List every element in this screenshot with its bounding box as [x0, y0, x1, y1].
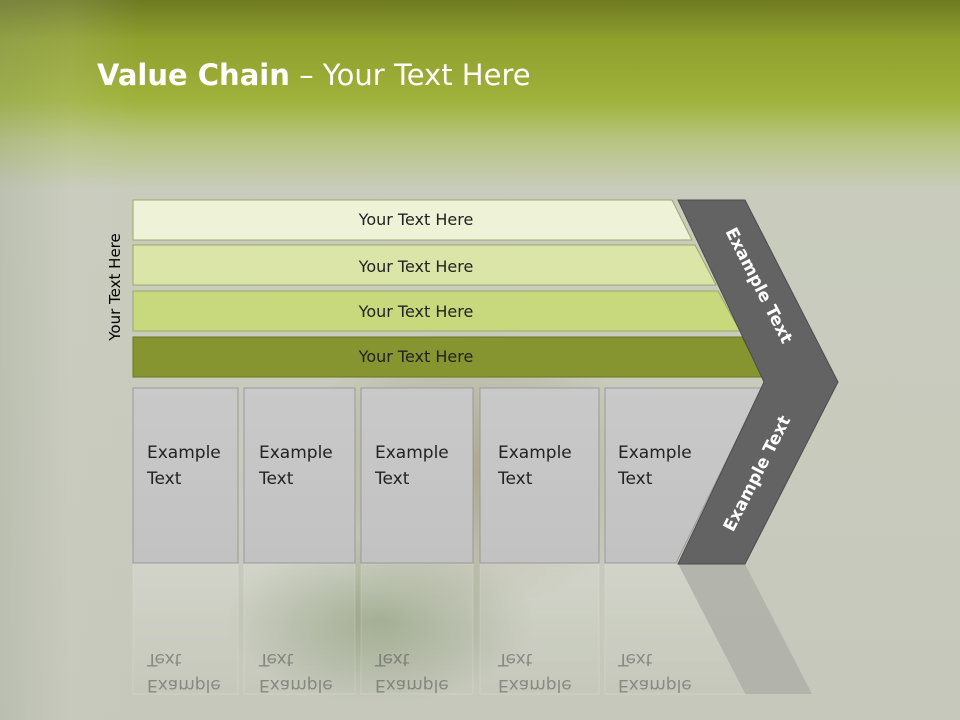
- activity-box-5[interactable]: [604, 387, 763, 564]
- activity-box-1-line2: Text: [146, 469, 182, 489]
- reflection-text-8: Text: [497, 649, 533, 669]
- activity-box-1[interactable]: [132, 387, 239, 564]
- bar-2[interactable]: [132, 244, 717, 286]
- reflection-text-6: Text: [374, 649, 410, 669]
- reflection-chevron: [678, 564, 812, 694]
- activity-box-4[interactable]: [479, 387, 600, 564]
- bar-3-label: Your Text Here: [358, 302, 474, 321]
- activity-box-4-line1: Example: [498, 443, 572, 463]
- activity-box-5-line1: Example: [618, 443, 692, 463]
- activity-box-3-line1: Example: [375, 443, 449, 463]
- reflection-text-7: Example: [498, 675, 572, 695]
- reflection-box-2: [243, 563, 356, 695]
- reflection: Example Text Example Text Example Text E…: [132, 563, 812, 695]
- activity-box-5-line2: Text: [617, 469, 653, 489]
- margin-chevron[interactable]: Example Text Example Text: [677, 199, 839, 565]
- title-rest-part: – Your Text Here: [289, 58, 531, 92]
- reflection-box-1: [132, 563, 239, 695]
- activity-box-2-line1: Example: [259, 443, 333, 463]
- reflection-text-9: Example: [618, 675, 692, 695]
- reflection-text-10: Text: [617, 649, 653, 669]
- bar-4-label: Your Text Here: [358, 347, 474, 366]
- activity-box-3-line2: Text: [374, 469, 410, 489]
- activity-box-3[interactable]: [360, 387, 474, 564]
- reflection-text-4: Text: [258, 649, 294, 669]
- bar-1-label: Your Text Here: [358, 210, 474, 229]
- reflection-text-5: Example: [375, 675, 449, 695]
- activity-box-4-line2: Text: [497, 469, 533, 489]
- activity-box-2-line2: Text: [258, 469, 294, 489]
- reflection-box-4: [479, 563, 600, 695]
- activity-box-1-line1: Example: [147, 443, 221, 463]
- bars: Your Text Here Your Text Here Your Text …: [132, 199, 764, 378]
- slide-title[interactable]: Value Chain – Your Text Here: [97, 52, 797, 98]
- reflection-box-5: [604, 563, 746, 695]
- bar-1[interactable]: [132, 199, 693, 241]
- activity-box-2[interactable]: [243, 387, 356, 564]
- reflection-box-3: [360, 563, 474, 695]
- reflection-text-3: Example: [259, 675, 333, 695]
- title-bold-part: Value Chain: [97, 58, 290, 92]
- bar-2-label: Your Text Here: [358, 257, 474, 276]
- chevron-shape: [677, 199, 839, 565]
- activity-boxes: Example Text Example Text Example Text E…: [132, 387, 763, 564]
- reflection-texts: Example Text Example Text Example Text E…: [146, 649, 692, 695]
- reflection-text-2: Text: [146, 649, 182, 669]
- reflection-text-1: Example: [147, 675, 221, 695]
